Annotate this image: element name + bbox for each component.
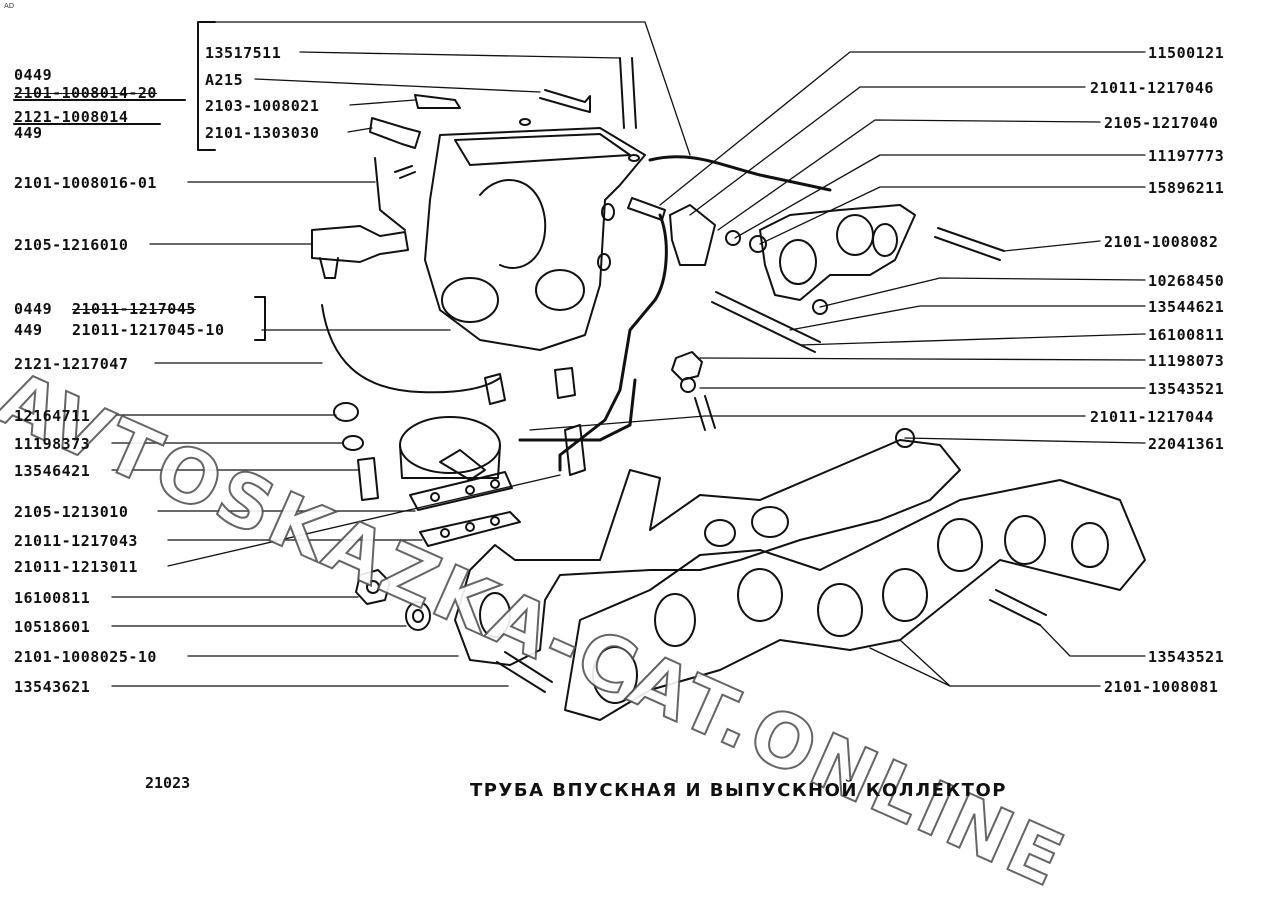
fitting-icon — [554, 367, 576, 399]
bolt-icon-2 — [414, 94, 461, 109]
part-label-right-7[interactable]: 10268450 — [1148, 272, 1225, 290]
side-note-line3: 2121-1008014 — [14, 108, 129, 126]
part-label-right-11[interactable]: 13543521 — [1148, 380, 1225, 398]
part-label-right-8[interactable]: 13544621 — [1148, 298, 1225, 316]
side-note-underline — [13, 99, 186, 125]
part-label-left-8[interactable]: 12164711 — [14, 407, 91, 425]
part-label-left-1[interactable]: 13517511 — [205, 44, 282, 62]
parts-diagram: AD — [0, 2, 1225, 905]
washer-icon — [405, 601, 431, 631]
heater-hose-icon — [321, 304, 501, 394]
intake-pipe-icon — [424, 118, 646, 351]
stud-icon-3 — [989, 589, 1047, 626]
part-label-left-5[interactable]: 2101-1008016-01 — [14, 174, 157, 192]
page-title: ТРУБА ВПУСКНАЯ И ВЫПУСКНОЙ КОЛЛЕКТОР — [470, 780, 1007, 801]
temperature-sensor-icon — [311, 225, 409, 279]
part-label-left-4[interactable]: 2101-1303030 — [205, 124, 320, 142]
corner-mark: AD — [4, 2, 15, 10]
gasket-icon — [419, 511, 521, 547]
manifold-gasket-icon — [564, 479, 1146, 721]
vacuum-tube-icon — [558, 213, 668, 472]
leader-lines-right — [529, 51, 1146, 687]
group-part-a[interactable]: 21011-1217045 — [72, 300, 196, 318]
part-label-left-7[interactable]: 2121-1217047 — [14, 355, 129, 373]
part-label-right-6[interactable]: 2101-1008082 — [1104, 233, 1219, 251]
part-label-right-2[interactable]: 21011-1217046 — [1090, 79, 1214, 97]
part-label-right-9[interactable]: 16100811 — [1148, 326, 1225, 344]
stud-icon-6 — [619, 57, 637, 129]
nut-icon — [355, 569, 391, 605]
coolant-tube-icon — [648, 155, 832, 192]
part-label-left-2[interactable]: A215 — [205, 71, 244, 89]
intake-gasket-icon — [759, 204, 916, 301]
part-label-right-10[interactable]: 11198073 — [1148, 352, 1225, 370]
part-label-left-3[interactable]: 2103-1008021 — [205, 97, 320, 115]
part-label-right-12[interactable]: 21011-1217044 — [1090, 408, 1214, 426]
fitting-icon-3 — [484, 373, 506, 405]
stud-icon — [357, 457, 379, 501]
part-label-left-14[interactable]: 16100811 — [14, 589, 91, 607]
part-label-left-17[interactable]: 13543621 — [14, 678, 91, 696]
group-bracket — [254, 296, 266, 341]
stud-icon-4 — [934, 227, 1005, 261]
group-note-prefix-a: 0449 — [14, 300, 53, 318]
part-label-right-3[interactable]: 2105-1217040 — [1104, 114, 1219, 132]
part-label-right-13[interactable]: 22041361 — [1148, 435, 1225, 453]
part-label-right-15[interactable]: 2101-1008081 — [1104, 678, 1219, 696]
part-label-left-12[interactable]: 21011-1217043 — [14, 532, 138, 550]
part-label-right-14[interactable]: 13543521 — [1148, 648, 1225, 666]
small-bracket-icon — [374, 157, 416, 231]
side-note-line4: 449 — [14, 124, 43, 142]
small-nut-icon — [725, 230, 828, 315]
part-label-left-10[interactable]: 13546421 — [14, 462, 91, 480]
model-code: 21023 — [145, 774, 191, 792]
group-note-prefix-b: 449 — [14, 321, 43, 339]
leader-lines — [111, 21, 691, 687]
stud-icon-7 — [694, 395, 716, 431]
part-label-left-9[interactable]: 11198373 — [14, 435, 91, 453]
exploded-view-drawing — [13, 21, 1146, 721]
stud-icon-2 — [496, 651, 553, 693]
bolt-icon — [539, 89, 591, 113]
fitting-icon-4 — [627, 197, 666, 221]
part-label-left-6[interactable]: 2105-1216010 — [14, 236, 129, 254]
fuel-bracket-icon — [669, 204, 716, 266]
stud-icon-5 — [711, 291, 821, 353]
part-label-right-1[interactable]: 11500121 — [1148, 44, 1225, 62]
part-label-right-5[interactable]: 15896211 — [1148, 179, 1225, 197]
fitting-icon-2 — [564, 424, 586, 476]
group-part-b[interactable]: 21011-1217045-10 — [72, 321, 225, 339]
part-label-left-13[interactable]: 21011-1213011 — [14, 558, 138, 576]
nut-icon-2 — [671, 351, 703, 393]
part-label-left-16[interactable]: 2101-1008025-10 — [14, 648, 157, 666]
bolt-icon-3 — [369, 117, 421, 149]
part-label-right-4[interactable]: 11197773 — [1148, 147, 1225, 165]
part-label-left-11[interactable]: 2105-1213010 — [14, 503, 129, 521]
exhaust-manifold-icon — [454, 439, 961, 666]
side-note-line1: 0449 — [14, 66, 53, 84]
side-note-line2: 2101-1008014-20 — [14, 84, 157, 102]
part-label-left-15[interactable]: 10518601 — [14, 618, 91, 636]
throttle-housing-icon — [399, 416, 513, 511]
